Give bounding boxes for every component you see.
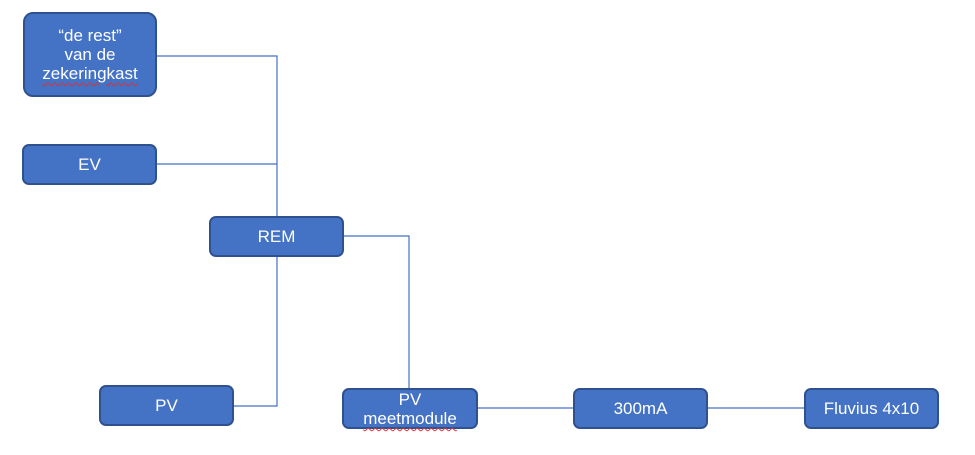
- connector-rest-rem: [157, 55, 278, 216]
- node-fluvius[interactable]: Fluvius 4x10: [804, 388, 939, 429]
- node-label-line: van de: [64, 45, 116, 64]
- node-pv-meetmodule[interactable]: PV meetmodule: [342, 388, 478, 429]
- node-label: Fluvius 4x10: [823, 399, 920, 418]
- node-pv[interactable]: PV: [99, 385, 234, 426]
- node-rest-zekeringkast[interactable]: “de rest” van de zekeringkast: [23, 12, 157, 97]
- node-label: EV: [78, 155, 101, 174]
- node-label-line: meetmodule: [363, 409, 457, 428]
- node-label-line: PV: [398, 390, 422, 409]
- connector-rem-pv: [234, 256, 278, 407]
- node-label: 300mA: [613, 399, 668, 418]
- node-ev[interactable]: EV: [22, 144, 157, 185]
- node-300ma[interactable]: 300mA: [573, 388, 708, 429]
- node-label: REM: [257, 227, 296, 246]
- node-label-line: zekeringkast: [42, 64, 138, 83]
- connector-rem-pv-meetmodule: [344, 235, 410, 388]
- node-rem[interactable]: REM: [209, 216, 344, 257]
- node-label-line: “de rest”: [58, 26, 122, 45]
- node-label: PV: [155, 396, 178, 415]
